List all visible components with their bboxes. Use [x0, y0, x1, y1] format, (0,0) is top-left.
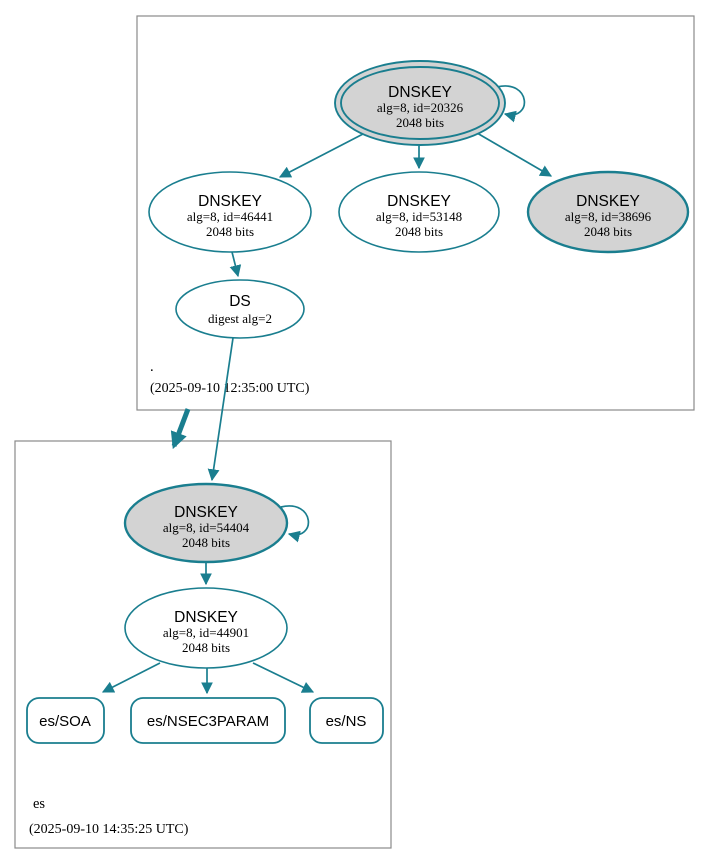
node-dnskey-38696[interactable]: DNSKEY alg=8, id=38696 2048 bits [526, 170, 690, 254]
es-ns-label: es/NS [326, 713, 367, 730]
dnskey-38696-size: 2048 bits [584, 224, 632, 239]
dnskey-54404-params: alg=8, id=54404 [163, 520, 250, 535]
node-rrset-es-soa[interactable]: es/SOA [26, 697, 105, 744]
dnskey-46441-ellipse [148, 171, 312, 253]
dnskey-38696-params: alg=8, id=38696 [565, 209, 652, 224]
dnskey-44901-size: 2048 bits [182, 640, 230, 655]
dnskey-44901-params: alg=8, id=44901 [163, 625, 249, 640]
dnskey-54404-ellipse [123, 482, 289, 564]
dnskey-53148-params: alg=8, id=53148 [376, 209, 462, 224]
es-nsec3param-rect [130, 697, 286, 744]
dnskey-54404-size: 2048 bits [182, 535, 230, 550]
node-rrset-es-ns[interactable]: es/NS [309, 697, 384, 744]
node-dnskey-46441[interactable]: DNSKEY alg=8, id=46441 2048 bits [148, 171, 312, 253]
edge-ksk20326-to-key46441 [278, 133, 364, 178]
es-ns-rect [309, 697, 384, 744]
dnskey-53148-size: 2048 bits [395, 224, 443, 239]
dnskey-38696-title: DNSKEY [576, 193, 640, 210]
dnskey-53148-ellipse [338, 171, 500, 253]
dnskey-20326-params: alg=8, id=20326 [377, 100, 464, 115]
dnskey-44901-title: DNSKEY [174, 609, 238, 626]
root-zone-box [136, 15, 695, 411]
es-zone-timestamp: (2025-09-10 14:35:25 UTC) [29, 822, 189, 837]
edge-ksk20326-to-key38696 [476, 132, 553, 177]
node-dnskey-44901[interactable]: DNSKEY alg=8, id=44901 2048 bits [124, 587, 288, 669]
ds-params: digest alg=2 [208, 311, 272, 326]
edge-ksk54404-self-loop [280, 505, 310, 543]
dnskey-20326-size: 2048 bits [396, 115, 444, 130]
es-soa-rect [26, 697, 105, 744]
edge-ksk20326-self-loop [496, 85, 526, 123]
root-zone-timestamp: (2025-09-10 12:35:00 UTC) [150, 381, 310, 396]
dnskey-53148-title: DNSKEY [387, 193, 451, 210]
node-rrset-es-nsec3param[interactable]: es/NSEC3PARAM [130, 697, 286, 744]
node-dnskey-53148[interactable]: DNSKEY alg=8, id=53148 2048 bits [338, 171, 500, 253]
dnskey-38696-ellipse [526, 170, 690, 254]
es-zone-box [14, 440, 392, 849]
edge-zsk44901-to-es-ns [252, 662, 315, 693]
dnskey-46441-title: DNSKEY [198, 193, 262, 210]
edge-key46441-to-ds [229, 251, 242, 278]
ds-title: DS [229, 293, 251, 310]
es-zone-label: es [33, 796, 45, 812]
ds-ellipse [175, 279, 305, 339]
dnskey-46441-params: alg=8, id=46441 [187, 209, 273, 224]
edge-root-zone-to-es-zone-delegation [170, 408, 191, 450]
dnskey-44901-ellipse [124, 587, 288, 669]
edge-ds-to-ksk54404 [207, 337, 234, 482]
root-zone-label: . [150, 359, 154, 375]
edge-zsk44901-to-es-soa [101, 662, 161, 693]
node-dnskey-20326[interactable]: DNSKEY alg=8, id=20326 2048 bits [334, 60, 506, 146]
es-nsec3param-label: es/NSEC3PARAM [147, 713, 269, 730]
dnskey-20326-outer-ellipse [334, 60, 506, 146]
node-ds[interactable]: DS digest alg=2 [175, 279, 305, 339]
dnskey-20326-inner-ellipse [340, 66, 500, 140]
node-dnskey-54404[interactable]: DNSKEY alg=8, id=54404 2048 bits [123, 482, 289, 564]
dnskey-20326-title: DNSKEY [388, 84, 452, 101]
dnskey-54404-title: DNSKEY [174, 504, 238, 521]
dnskey-46441-size: 2048 bits [206, 224, 254, 239]
es-soa-label: es/SOA [39, 713, 91, 730]
